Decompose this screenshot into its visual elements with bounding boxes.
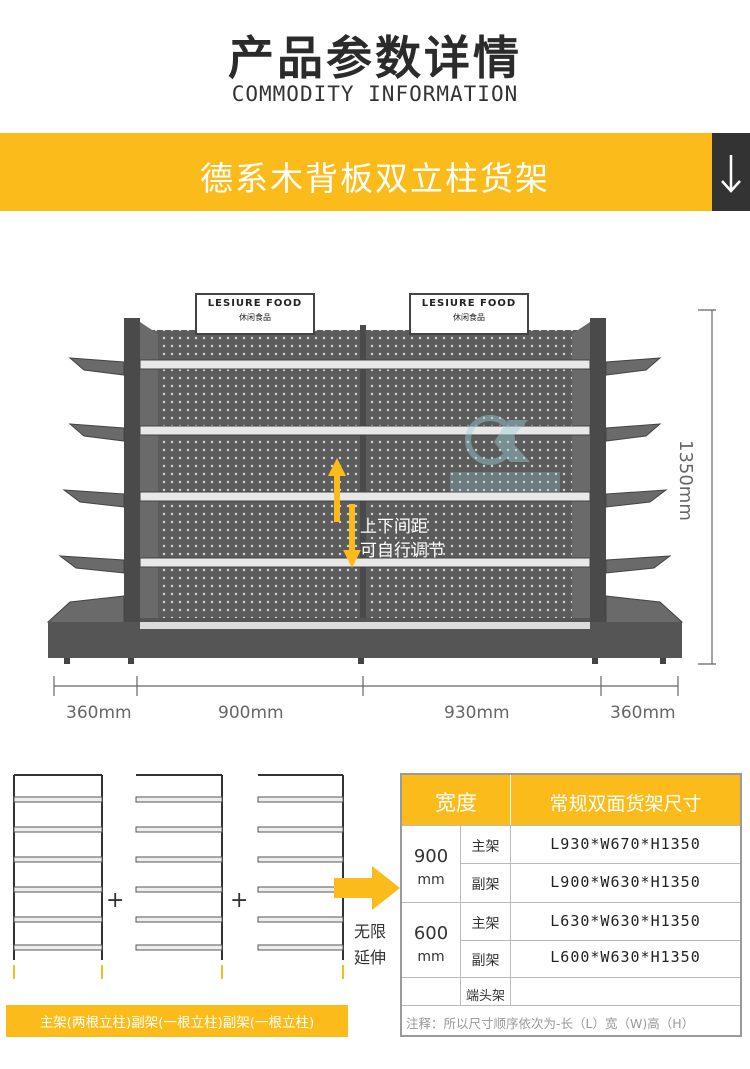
frames-caption: 主架(两根立柱)副架(一根立柱)副架(一根立柱) — [39, 1015, 315, 1031]
adjust-text-line2: 可自行调节 — [360, 541, 445, 561]
sign-text-en-left: LESIURE FOOD — [207, 298, 303, 309]
width-unit-600: mm — [417, 949, 445, 965]
height-dimension-label: 1350mm — [675, 440, 696, 521]
sign-text-en-right: LESIURE FOOD — [421, 298, 517, 309]
brand-watermark-icon — [450, 415, 560, 492]
spec-sub-900: L900*W630*H1350 — [550, 873, 701, 891]
banner-title: 德系木背板双立柱货架 — [200, 159, 550, 198]
width-label-sub-frame: 900mm — [218, 703, 284, 723]
header-size: 常规双面货架尺寸 — [549, 793, 702, 815]
adjust-text-line1: 上下间距 — [360, 517, 428, 537]
type-sub-900: 副架 — [471, 877, 500, 893]
table-note: 注释：所以尺寸顺序依次为-长（L）宽（W)高（H） — [406, 1016, 695, 1031]
type-sub-600: 副架 — [471, 953, 500, 969]
width-unit-900: mm — [417, 872, 445, 888]
width-value-600: 600 — [413, 923, 449, 944]
type-main-900: 主架 — [471, 839, 500, 855]
width-label-end-left: 360mm — [66, 703, 132, 723]
width-label-end-right: 360mm — [610, 703, 676, 723]
spec-sub-600: L600*W630*H1350 — [550, 948, 701, 966]
frames-caption-bar — [6, 1005, 348, 1037]
spec-main-900: L930*W670*H1350 — [550, 835, 701, 853]
plus-sign-1: + — [106, 888, 125, 913]
spec-table-header — [402, 775, 740, 825]
adjust-arrows-icon — [328, 458, 361, 568]
type-main-600: 主架 — [471, 916, 500, 932]
extend-text-line2: 延伸 — [354, 948, 387, 967]
arrow-right-icon — [334, 866, 400, 910]
shelf-illustration — [46, 293, 716, 696]
page-subtitle: COMMODITY INFORMATION — [231, 82, 519, 106]
sign-text-cn-left: 休闲食品 — [239, 313, 271, 322]
arrow-down-icon — [712, 133, 750, 211]
spec-main-600: L630*W630*H1350 — [550, 912, 701, 930]
plus-sign-2: + — [230, 888, 249, 913]
sign-text-cn-right: 休闲食品 — [453, 313, 485, 322]
header-width: 宽度 — [435, 791, 477, 815]
frames-illustration — [13, 774, 344, 979]
extend-text-line1: 无限 — [354, 922, 387, 941]
page-title: 产品参数详情 — [228, 31, 522, 85]
width-value-900: 900 — [413, 846, 449, 867]
type-end-frame: 端头架 — [465, 989, 505, 1004]
title-banner — [0, 133, 750, 211]
width-label-main-frame: 930mm — [444, 703, 510, 723]
